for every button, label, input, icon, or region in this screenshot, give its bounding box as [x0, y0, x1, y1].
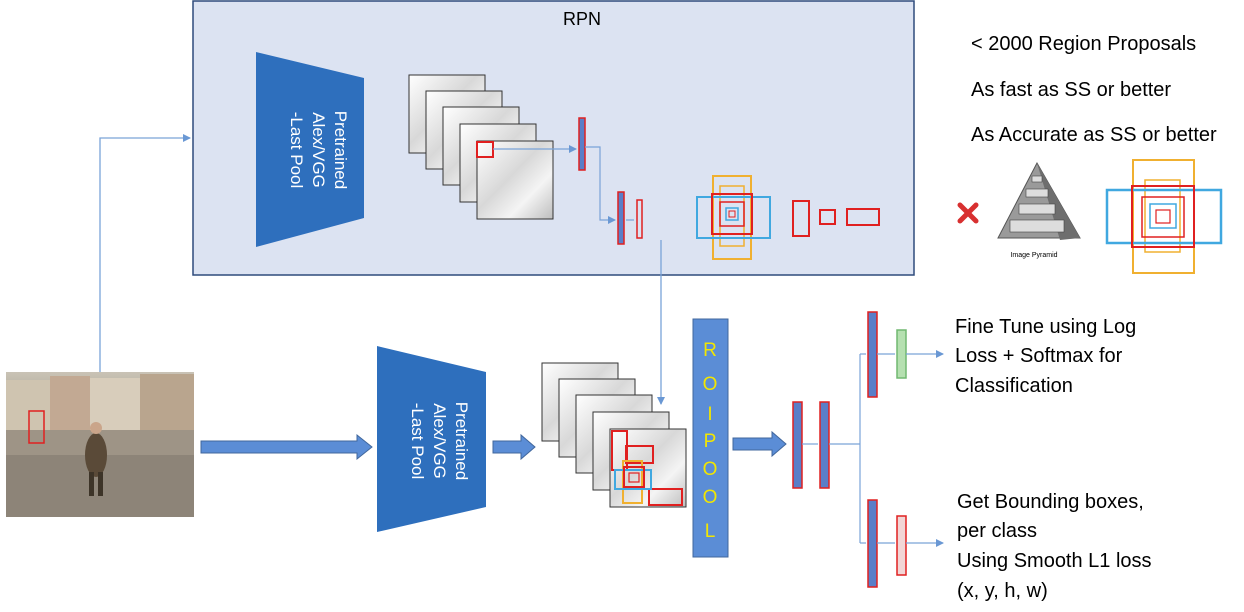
roi-letter-1: R	[703, 340, 717, 361]
cls-text-3: Classification	[955, 375, 1073, 397]
input-photo	[6, 372, 194, 517]
pedestrian-box	[28, 410, 45, 444]
fc-layer-1	[792, 401, 803, 489]
roi-to-fc-arrow	[732, 430, 787, 458]
main-backbone-line-1: Pretrained	[452, 402, 471, 480]
note-speed: As fast as SS or better	[971, 79, 1171, 101]
photo-to-rpn-arrow	[99, 134, 191, 372]
image-pyramid-icon: Image Pyramid	[997, 161, 1081, 259]
cross-icon	[957, 202, 979, 224]
rpn-title: RPN	[563, 9, 601, 29]
note-region-proposals: < 2000 Region Proposals	[971, 33, 1196, 55]
photo-to-backbone-arrow	[200, 433, 373, 461]
rpn-backbone-line-2: Alex/VGG	[309, 112, 328, 188]
roi-letter-6: O	[703, 487, 718, 508]
cls-fc-layer	[867, 311, 878, 398]
cls-text-1: Fine Tune using Log	[955, 316, 1136, 338]
roi-letter-7: L	[705, 521, 716, 542]
pyramid-caption: Image Pyramid	[1010, 252, 1057, 259]
rpn-backbone-line-1: Pretrained	[331, 111, 350, 189]
bbox-text-2: per class	[957, 520, 1037, 542]
rpn-cls-layer	[617, 191, 625, 245]
backbone-to-features-arrow	[492, 433, 536, 461]
rpn-feature-maps	[408, 74, 554, 220]
main-backbone: Pretrained Alex/VGG -Last Pool	[377, 346, 486, 532]
rpn-reg-layer	[636, 199, 643, 239]
bbox-text-1: Get Bounding boxes,	[957, 491, 1144, 513]
fc-layer-2	[819, 401, 830, 489]
main-feature-maps	[541, 362, 687, 508]
bbox-text-4: (x, y, h, w)	[957, 580, 1048, 602]
rpn-backbone-line-3: -Last Pool	[287, 112, 306, 189]
roi-letter-5: O	[703, 459, 718, 480]
bbox-reg-layer	[896, 515, 907, 576]
roi-letter-2: O	[703, 374, 718, 395]
softmax-layer	[896, 329, 907, 379]
roi-letter-3: I	[707, 404, 712, 425]
proposal-box-wide	[846, 208, 880, 226]
rpn-intermediate-layer	[578, 117, 586, 171]
rpn-backbone: Pretrained Alex/VGG -Last Pool	[256, 52, 364, 247]
bbox-text-3: Using Smooth L1 loss	[957, 550, 1152, 572]
main-backbone-line-2: Alex/VGG	[430, 403, 449, 479]
bbox-fc-layer	[867, 499, 878, 588]
roi-pool-layer: R O I P O O L	[692, 318, 729, 558]
rpn-layer-arrow	[585, 146, 616, 224]
roi-letter-4: P	[704, 431, 717, 452]
anchor-illustration	[1105, 159, 1223, 274]
main-backbone-line-3: -Last Pool	[408, 403, 427, 480]
rpn-anchor-boxes	[696, 175, 771, 260]
note-accuracy: As Accurate as SS or better	[971, 124, 1217, 146]
proposal-box-tall	[792, 200, 810, 237]
proposal-box-square	[819, 209, 836, 225]
cls-text-2: Loss + Softmax for	[955, 345, 1123, 367]
